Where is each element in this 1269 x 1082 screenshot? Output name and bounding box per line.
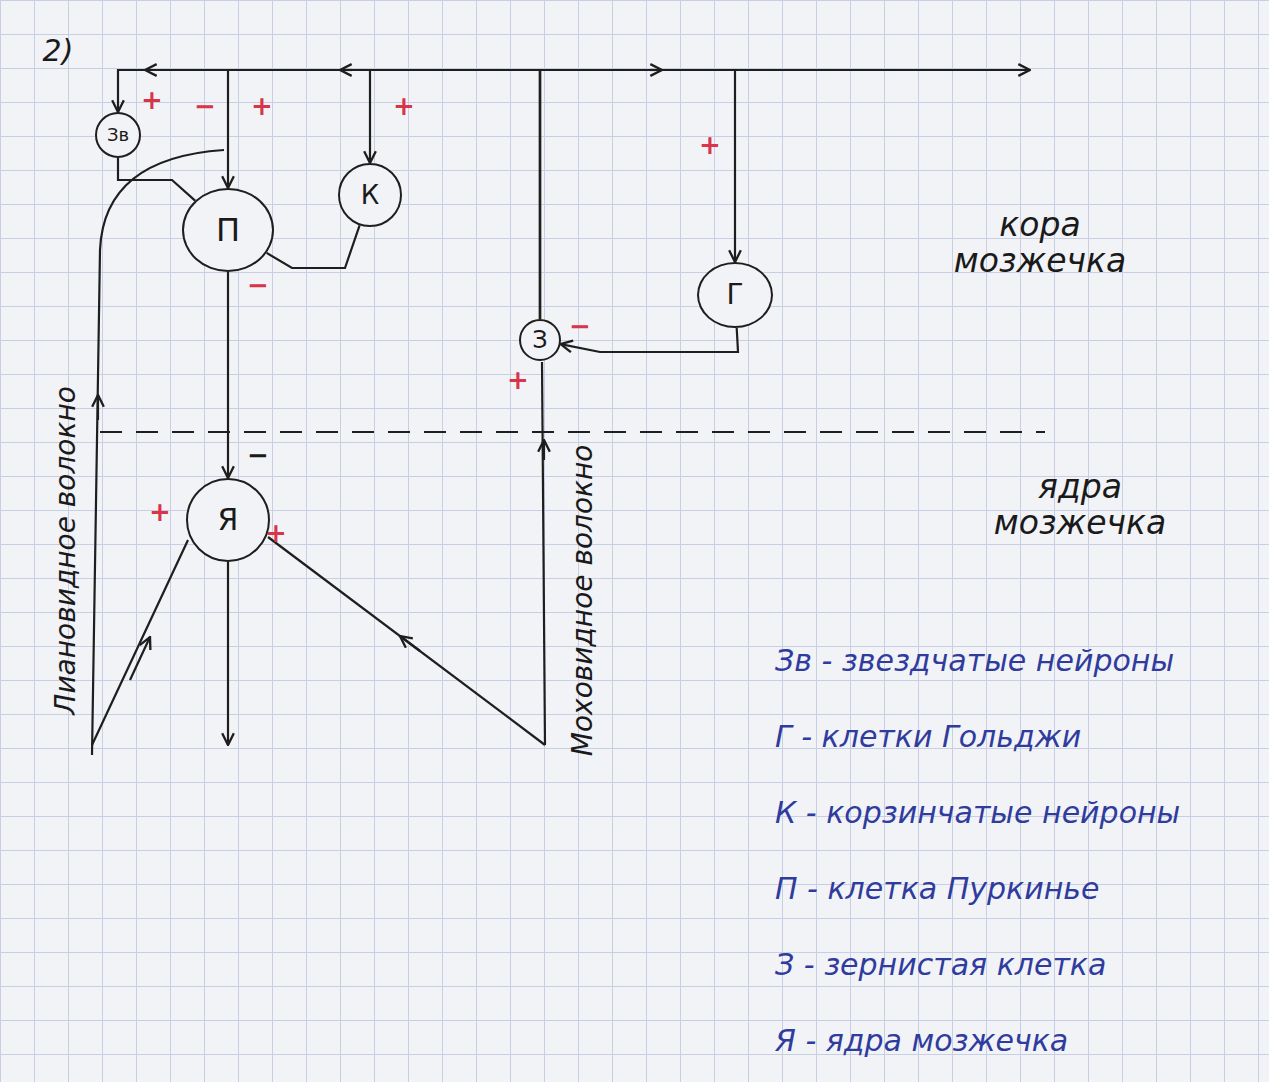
neuron-body: Г <box>697 262 773 328</box>
fiber-label: Лиановидное волокно <box>51 386 82 714</box>
synapse-connector <box>227 272 229 478</box>
neuron-letter: Я <box>218 505 239 535</box>
legend-entry: П - клетка Пуркинье <box>775 871 1099 906</box>
synapse-sign: − <box>569 312 591 341</box>
fiber-arrow <box>543 440 545 460</box>
synapse-connector <box>267 225 360 268</box>
synapse-sign: + <box>507 366 529 395</box>
synapse-sign: + <box>699 131 721 160</box>
legend-entry: Я - ядра мозжечка <box>775 1023 1068 1058</box>
legend-entry: Зв - звездчатые нейроны <box>775 643 1174 678</box>
neuron-letter: З <box>532 328 547 352</box>
neuron-body: П <box>182 188 274 272</box>
fiber-arrow <box>400 636 420 651</box>
nucleus-output <box>227 562 229 745</box>
neuron-body: К <box>338 163 402 227</box>
region-label: кора мозжечка <box>940 207 1140 280</box>
fiber-arrow <box>130 637 150 680</box>
synapse-sign: + <box>149 498 171 527</box>
neuron-letter: К <box>361 182 379 208</box>
neuron-body: Зв <box>95 112 141 158</box>
synapse-sign: − <box>194 92 216 121</box>
synapse-sign: − <box>247 271 269 300</box>
legend-entry: Г - клетки Гольджи <box>775 719 1081 754</box>
neuron-body: З <box>519 319 561 361</box>
synapse-connector <box>118 158 195 201</box>
climbing-fiber-branch <box>92 540 188 745</box>
fiber-label: Моховидное волокно <box>569 444 600 756</box>
synapse-sign: − <box>247 441 269 470</box>
cortex-border-dashed <box>100 431 1045 433</box>
neuron-letter: Зв <box>107 126 129 144</box>
synapse-sign: + <box>141 86 163 115</box>
synapse-connector <box>118 70 540 319</box>
neuron-letter: П <box>216 214 240 246</box>
synapse-sign: + <box>265 519 287 548</box>
mossy-fiber <box>542 362 545 745</box>
synapse-sign: + <box>251 92 273 121</box>
region-label: 2) <box>43 34 74 67</box>
legend-entry: К - корзинчатые нейроны <box>775 795 1180 830</box>
neuron-letter: Г <box>726 281 743 309</box>
synapse-connector <box>228 70 540 319</box>
mossy-fiber-branch <box>268 537 545 745</box>
region-label: ядра мозжечка <box>970 469 1190 542</box>
neuron-body: Я <box>186 478 270 562</box>
legend-entry: З - зернистая клетка <box>775 947 1106 982</box>
synapse-sign: + <box>393 92 415 121</box>
fiber-arrow <box>97 395 99 420</box>
